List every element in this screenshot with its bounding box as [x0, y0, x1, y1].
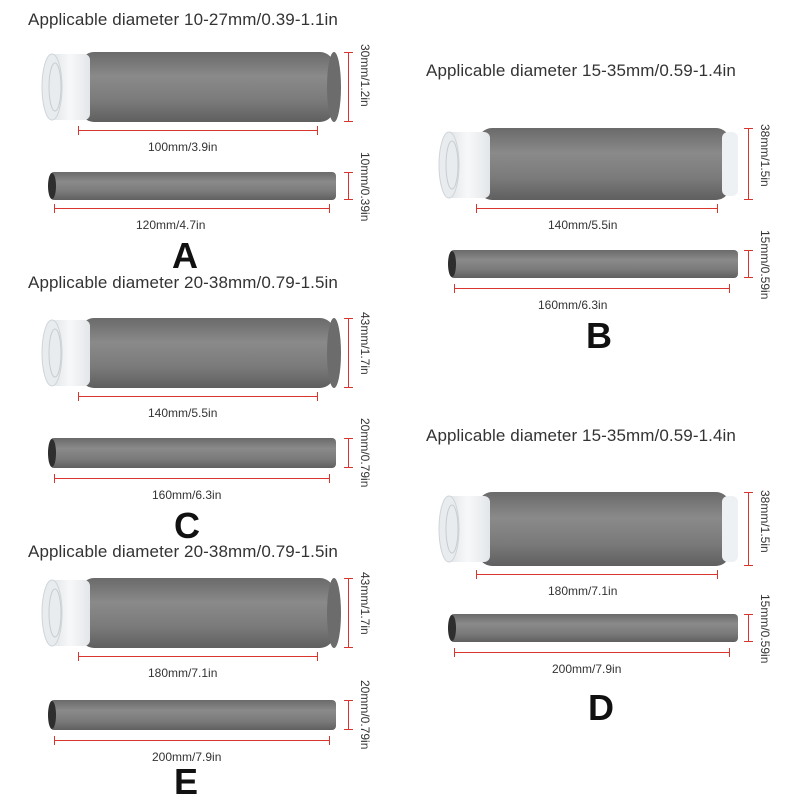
dim-d-small-diameter: 15mm/0.59in	[758, 594, 772, 664]
dimension-line-c-small-diameter	[344, 438, 353, 468]
dimension-line-d-small-length	[454, 648, 730, 657]
tube-a-large	[41, 52, 341, 122]
dimension-line-e-small-length	[54, 736, 330, 745]
heading-b: Applicable diameter 15-35mm/0.59-1.4in	[426, 61, 736, 80]
dimension-line-b-large-diameter	[744, 128, 753, 200]
tube-e-large	[41, 578, 341, 648]
heading-c: Applicable diameter 20-38mm/0.79-1.5in	[28, 273, 338, 292]
heading-d: Applicable diameter 15-35mm/0.59-1.4in	[426, 426, 736, 445]
tube-e-small	[48, 700, 336, 730]
label-e: E	[174, 761, 199, 802]
tube-b-small	[448, 250, 738, 278]
dim-b-small-diameter: 15mm/0.59in	[758, 230, 772, 300]
dimension-line-a-small-diameter	[344, 172, 353, 200]
tube-d-large	[438, 492, 738, 566]
dim-a-large-diameter: 30mm/1.2in	[358, 44, 372, 107]
dim-b-large-length: 140mm/5.5in	[548, 218, 618, 232]
dim-a-small-diameter: 10mm/0.39in	[358, 152, 372, 222]
dimension-line-a-small-length	[54, 204, 330, 213]
tube-c-small	[48, 438, 336, 468]
dimension-line-e-large-length	[78, 652, 318, 661]
label-c: C	[174, 505, 200, 546]
dimension-line-c-large-length	[78, 392, 318, 401]
dim-d-large-length: 180mm/7.1in	[548, 584, 618, 598]
dimension-line-c-small-length	[54, 474, 330, 483]
dimension-line-d-small-diameter	[744, 614, 753, 642]
dimension-line-a-large-diameter	[344, 52, 353, 122]
dimension-line-e-small-diameter	[344, 700, 353, 730]
tube-a-small	[48, 172, 336, 200]
label-a: A	[172, 235, 198, 276]
dimension-line-c-large-diameter	[344, 318, 353, 388]
dim-b-small-length: 160mm/6.3in	[538, 298, 608, 312]
dim-e-small-diameter: 20mm/0.79in	[358, 680, 372, 750]
dimension-line-d-large-length	[476, 570, 718, 579]
dimension-line-d-large-diameter	[744, 492, 753, 566]
dim-c-large-diameter: 43mm/1.7in	[358, 312, 372, 375]
tube-d-small	[448, 614, 738, 642]
dimension-line-b-large-length	[476, 204, 718, 213]
dim-a-large-length: 100mm/3.9in	[148, 140, 218, 154]
heading-a: Applicable diameter 10-27mm/0.39-1.1in	[28, 10, 338, 29]
dimension-line-b-small-length	[454, 284, 730, 293]
dim-c-small-length: 160mm/6.3in	[152, 488, 222, 502]
dimension-line-e-large-diameter	[344, 578, 353, 648]
dim-c-small-diameter: 20mm/0.79in	[358, 418, 372, 488]
dim-b-large-diameter: 38mm/1.5in	[758, 124, 772, 187]
heading-e: Applicable diameter 20-38mm/0.79-1.5in	[28, 542, 338, 561]
label-b: B	[586, 315, 612, 356]
dim-c-large-length: 140mm/5.5in	[148, 406, 218, 420]
dim-d-large-diameter: 38mm/1.5in	[758, 490, 772, 553]
tube-c-large	[41, 318, 341, 388]
dimension-line-b-small-diameter	[744, 250, 753, 278]
tube-b-large	[438, 128, 738, 200]
dim-e-large-diameter: 43mm/1.7in	[358, 572, 372, 635]
dim-a-small-length: 120mm/4.7in	[136, 218, 206, 232]
dim-d-small-length: 200mm/7.9in	[552, 662, 622, 676]
dim-e-small-length: 200mm/7.9in	[152, 750, 222, 764]
dim-e-large-length: 180mm/7.1in	[148, 666, 218, 680]
label-d: D	[588, 687, 614, 728]
dimension-line-a-large-length	[78, 126, 318, 135]
